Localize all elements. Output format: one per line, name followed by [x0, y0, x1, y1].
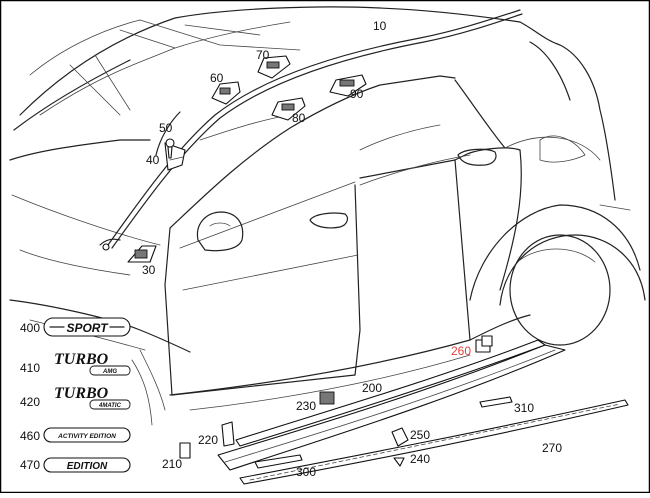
clip-210: [179, 442, 191, 459]
clip-300: [254, 454, 303, 469]
callout-70: 70: [256, 48, 270, 62]
emblem-edition-text: EDITION: [67, 461, 108, 472]
clip-40-50: [164, 138, 186, 171]
callout-470: 470: [20, 458, 40, 472]
sill-trim-200: [217, 339, 566, 471]
clip-310: [479, 396, 513, 408]
clip-60: [211, 81, 241, 105]
callout-200: 200: [362, 381, 382, 395]
emblem-turbo-4matic: TURBO 4MATIC: [54, 385, 131, 410]
callout-250: 250: [410, 428, 430, 442]
callout-420: 420: [20, 395, 40, 409]
emblem-activity-edition: ACTIVITY EDITION: [43, 427, 131, 443]
callout-40: 40: [146, 153, 160, 167]
callout-80: 80: [292, 111, 306, 125]
callout-270: 270: [542, 441, 562, 455]
strip-270: [239, 399, 629, 485]
clip-260: [475, 335, 493, 353]
callout-90: 90: [350, 87, 364, 101]
callout-60: 60: [210, 71, 224, 85]
callout-labels: 10 30 40 50 60 70 80 90 200 210 220 230 …: [20, 19, 562, 479]
clip-80: [271, 97, 306, 121]
callout-220: 220: [198, 433, 218, 447]
callout-50: 50: [159, 121, 173, 135]
clip-240: [393, 457, 405, 467]
clip-250: [391, 427, 409, 447]
callout-400: 400: [20, 321, 40, 335]
clip-230: [319, 391, 335, 405]
callout-260: 260: [451, 344, 471, 358]
clip-90: [329, 74, 367, 97]
callout-240: 240: [410, 452, 430, 466]
callout-460: 460: [20, 429, 40, 443]
clip-30: [127, 245, 157, 263]
emblem-sport: SPORT: [43, 317, 131, 337]
clip-220: [221, 421, 235, 447]
callout-230: 230: [296, 399, 316, 413]
roof-trim-strip: [99, 9, 523, 251]
callout-210: 210: [162, 457, 182, 471]
emblem-turbo-b-sub: 4MATIC: [98, 403, 122, 409]
emblem-activity-text: ACTIVITY EDITION: [57, 433, 116, 440]
callout-300: 300: [296, 465, 316, 479]
emblem-turbo-a-text: TURBO: [54, 351, 109, 368]
clip-70: [257, 55, 291, 79]
callout-310: 310: [514, 401, 534, 415]
callout-30: 30: [142, 263, 156, 277]
emblem-sport-text: SPORT: [66, 321, 109, 335]
emblem-turbo-amg: TURBO AMG: [54, 351, 131, 376]
emblem-turbo-b-text: TURBO: [54, 385, 109, 402]
emblem-turbo-a-sub: AMG: [102, 369, 117, 375]
callout-410: 410: [20, 361, 40, 375]
emblem-edition: EDITION: [43, 457, 131, 473]
vehicle-outline: [9, 6, 646, 426]
callout-10: 10: [373, 19, 387, 33]
